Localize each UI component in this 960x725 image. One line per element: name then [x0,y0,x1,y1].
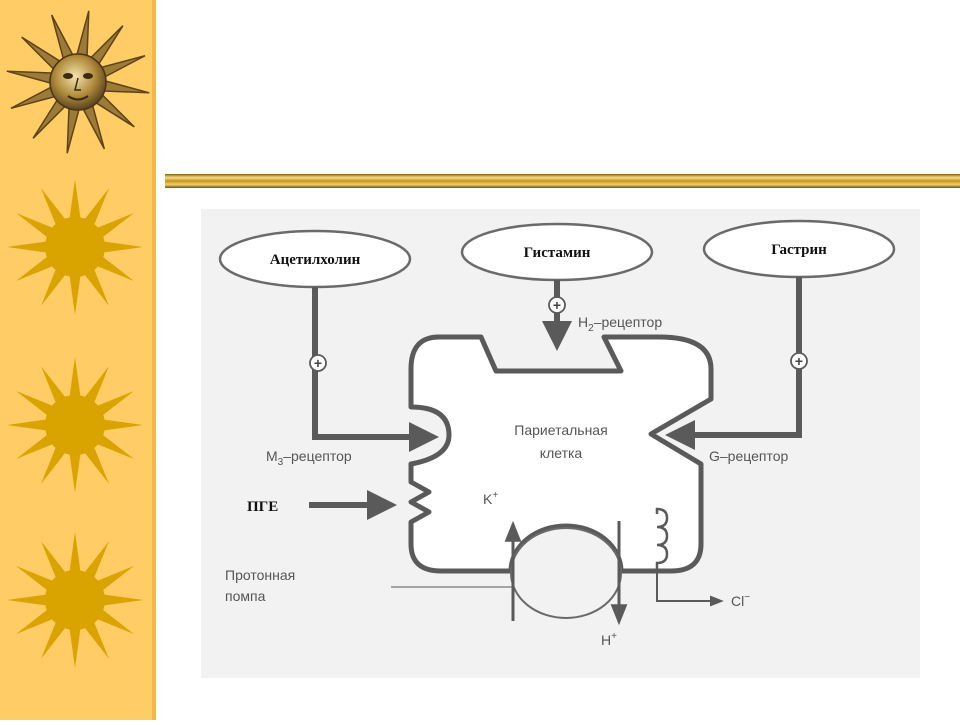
pge-label: ПГЕ [247,499,278,515]
proton-pump-circle [510,527,622,619]
gold-divider-bar [165,174,960,188]
m3-receptor-label: M3–рецептор [266,448,352,468]
k-ion-label: K+ [483,490,498,507]
acetylcholine-label: Ацетилхолин [270,252,361,268]
parietal-cell-label-line2: клетка [540,445,583,461]
cl-ion-label: Cl− [731,592,750,609]
parietal-cell-label-line1: Париетальная [514,422,607,438]
sun-face-icon [6,10,150,154]
g-receptor-label: G–рецептор [709,448,789,464]
svg-text:+: + [795,353,803,369]
h-ion-label: H+ [601,631,617,648]
gastrin-pathway [665,277,802,450]
cl-channel-icon [655,507,669,571]
svg-text:+: + [553,297,561,313]
gastrin-plus-icon: + [790,352,808,370]
histamine-plus-icon: + [548,296,566,314]
parietal-cell-diagram: Ацетилхолин Гистамин Гастрин + + + ПГЕ H… [201,209,920,678]
decorative-sidebar [0,0,155,720]
gastrin-label: Гастрин [771,242,827,258]
sun-icon [7,357,143,493]
sun-decorations [6,10,150,668]
proton-pump-label-line2: помпа [225,588,266,604]
sidebar-edge [152,0,156,720]
acetylcholine-plus-icon: + [309,354,327,372]
h2-receptor-label: H2–рецептор [578,314,662,334]
sun-icon [7,532,143,668]
acetylcholine-pathway [312,287,439,452]
parietal-cell-outline [408,334,714,574]
cl-ion-arrow [656,571,724,607]
sun-icon [7,179,143,315]
proton-pump-label-line1: Протонная [225,567,295,583]
svg-text:+: + [314,355,322,371]
histamine-label: Гистамин [524,245,591,261]
